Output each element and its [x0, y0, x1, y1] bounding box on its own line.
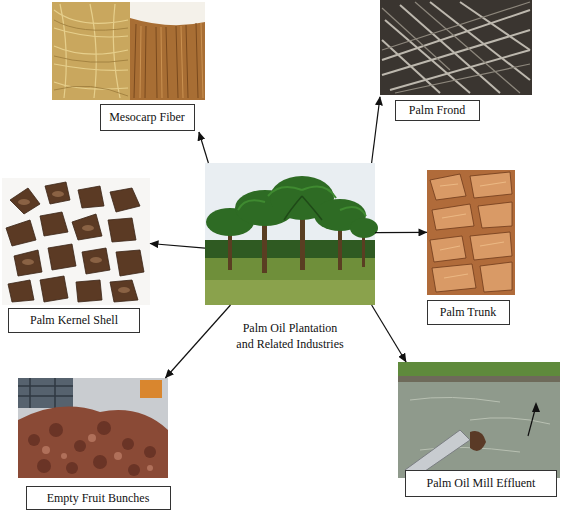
label-box: Palm Kernel Shell — [8, 308, 140, 333]
label-box: Palm Frond — [395, 100, 480, 121]
label-box: Palm Trunk — [427, 300, 510, 325]
effluent-node: Palm Oil Mill Effluent — [398, 362, 560, 498]
bunches-node: Empty Fruit Bunches — [18, 378, 170, 511]
trunk-node: Palm Trunk — [427, 170, 515, 326]
kernel-shell-photo — [2, 178, 150, 305]
mesocarp-photo — [52, 2, 205, 100]
plantation-photo — [205, 163, 378, 305]
shell-node: Palm Kernel Shell — [2, 178, 150, 334]
label-text: Palm Oil Mill Effluent — [427, 476, 536, 491]
arrow-connector — [165, 305, 230, 378]
label-text: Empty Fruit Bunches — [47, 491, 150, 506]
frond-node: Palm Frond — [380, 0, 532, 121]
trunk-photo — [427, 170, 515, 295]
label-text: Mesocarp Fiber — [109, 110, 185, 125]
arrow-connector — [372, 97, 380, 163]
label-box: Palm Oil Mill Effluent — [405, 470, 557, 497]
caption-text: Palm Oil Plantation and Related Industri… — [234, 320, 346, 352]
label-box: Empty Fruit Bunches — [26, 486, 171, 510]
label-text: Palm Trunk — [440, 305, 496, 320]
label-text: Palm Frond — [409, 103, 465, 118]
pome-photo — [398, 362, 560, 478]
plantation-node: Palm Oil Plantation and Related Industri… — [205, 163, 375, 305]
fiber-node: Mesocarp Fiber — [52, 2, 205, 132]
arrow-connector — [199, 132, 209, 163]
arrow-connector — [150, 244, 205, 249]
label-box: Mesocarp Fiber — [100, 104, 195, 131]
arrow-connector — [372, 305, 407, 362]
label-text: Palm Kernel Shell — [30, 313, 118, 328]
frond-photo — [380, 0, 532, 95]
arrow-connector — [375, 232, 427, 233]
efb-photo — [18, 378, 168, 478]
